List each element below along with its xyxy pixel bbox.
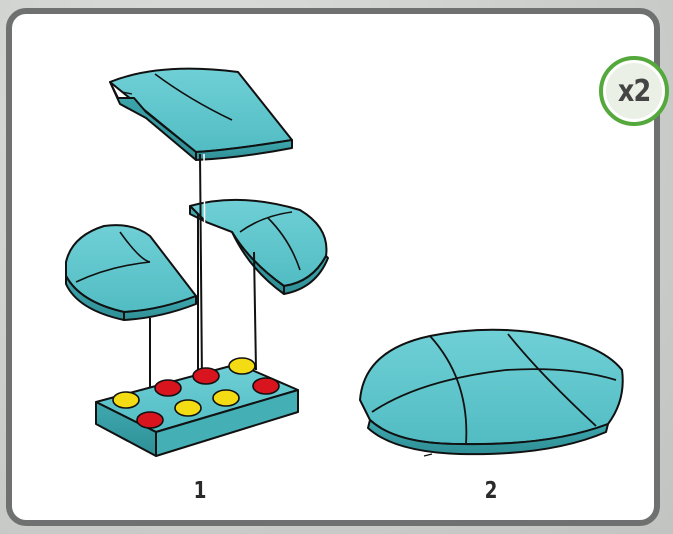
- quantity-badge: x2: [599, 56, 669, 126]
- curved-slope-brick-icon: [109, 67, 293, 161]
- quantity-multiplier: x2: [617, 73, 651, 109]
- assembled-dome-icon: [359, 328, 624, 457]
- plate-2x4-icon: [95, 357, 299, 457]
- step-number-2: 2: [484, 478, 498, 504]
- quantity-badge-inner: x2: [606, 63, 662, 119]
- wedge-round-brick-icon-left: [65, 224, 197, 321]
- wedge-round-brick-icon-right: [189, 198, 329, 295]
- assembly-guide-lines: [149, 153, 257, 412]
- step-number-1: 1: [193, 478, 207, 504]
